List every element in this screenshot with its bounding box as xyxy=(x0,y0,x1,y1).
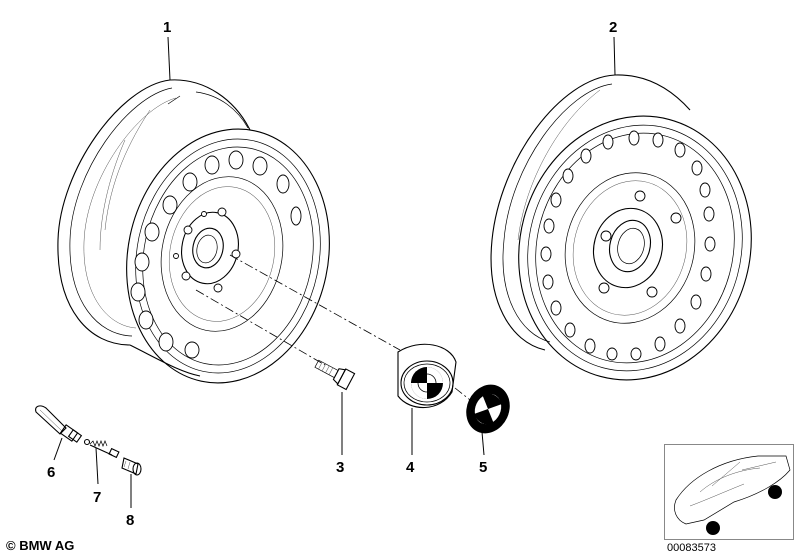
callout-5: 5 xyxy=(479,459,487,476)
callout-4: 4 xyxy=(406,459,415,476)
callout-7: 7 xyxy=(93,489,101,506)
callout-1: 1 xyxy=(163,19,171,36)
valve-core xyxy=(83,438,120,459)
copyright-symbol: © xyxy=(6,538,16,553)
copyright-text: BMW AG xyxy=(19,538,75,553)
wheel-position-marker-front xyxy=(706,521,720,535)
valve-cap xyxy=(121,457,142,476)
callout-3: 3 xyxy=(336,459,344,476)
wheel-bolt xyxy=(314,359,356,391)
callout-6: 6 xyxy=(47,464,55,481)
document-number: 00083573 xyxy=(667,542,716,554)
callout-8: 8 xyxy=(126,512,134,529)
leader-6 xyxy=(53,437,63,461)
steel-wheel-left xyxy=(57,79,330,384)
bolt-center-line xyxy=(195,289,326,366)
thumbnail-frame xyxy=(664,444,794,540)
leader-7 xyxy=(95,447,99,485)
emblem-center-line xyxy=(454,387,471,401)
tire-valve xyxy=(35,405,83,443)
car-location-thumbnail xyxy=(674,455,791,535)
wheel-position-marker-rear xyxy=(768,485,782,499)
leader-2 xyxy=(613,36,616,76)
leader-1 xyxy=(167,36,171,81)
copyright-label: © BMW AG xyxy=(6,538,74,553)
steel-wheel-right xyxy=(490,74,752,381)
hub-cap xyxy=(397,343,457,409)
callout-2: 2 xyxy=(609,19,617,36)
bmw-emblem xyxy=(466,384,510,434)
leader-5 xyxy=(481,431,485,456)
hub-center-line xyxy=(229,254,401,351)
